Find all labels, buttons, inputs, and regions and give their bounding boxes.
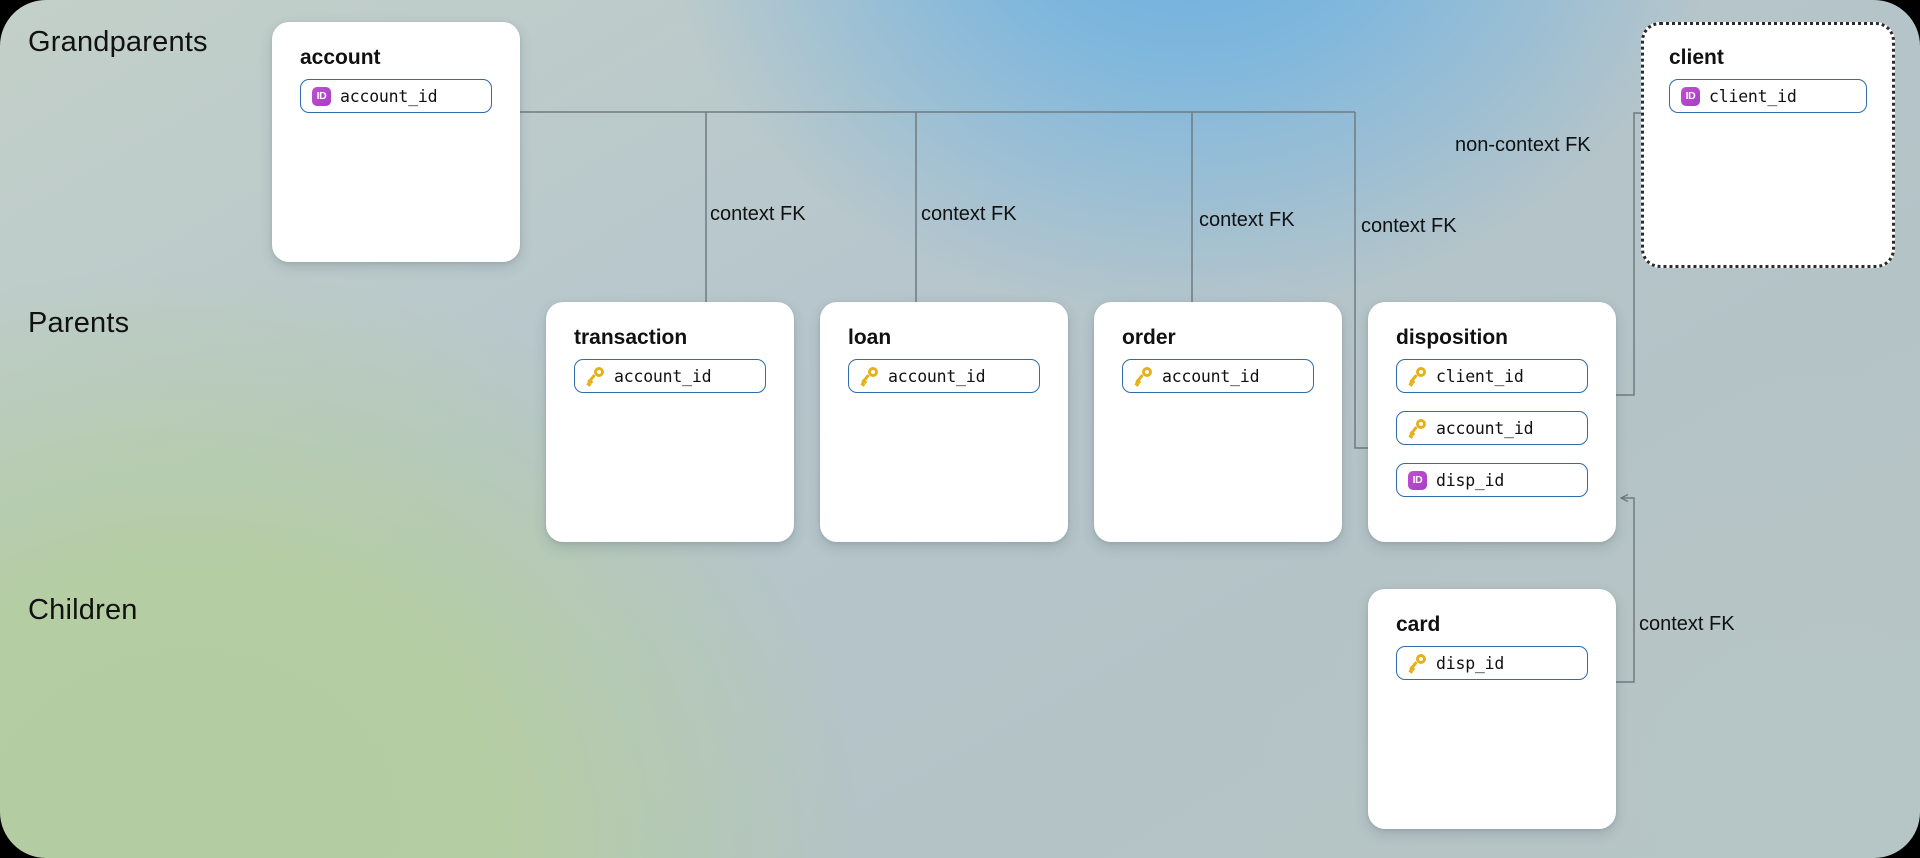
- entity-card-client[interactable]: client ID client_id: [1641, 22, 1895, 268]
- field-loan-account-id[interactable]: account_id: [848, 359, 1040, 393]
- entity-title: transaction: [574, 326, 688, 349]
- edge-label-context-fk-card: context FK: [1639, 613, 1735, 635]
- entity-fields: client_id account_id ID disp_id: [1396, 359, 1588, 515]
- field-label: account_id: [1436, 418, 1534, 438]
- field-label: account_id: [340, 86, 438, 106]
- key-icon: [1408, 366, 1427, 387]
- entity-fields: account_id: [574, 359, 766, 411]
- row-label-grandparents: Grandparents: [28, 26, 208, 58]
- edge-label-non-context-fk-client: non-context FK: [1455, 134, 1591, 156]
- entity-title: disposition: [1396, 326, 1508, 349]
- key-icon: [1134, 366, 1153, 387]
- id-badge-icon: ID: [312, 86, 331, 106]
- entity-title: account: [300, 46, 381, 69]
- entity-title: loan: [848, 326, 892, 349]
- field-card-disp-id[interactable]: disp_id: [1396, 646, 1588, 680]
- field-label: account_id: [888, 366, 986, 386]
- edge-label-context-fk-disposition: context FK: [1361, 215, 1457, 237]
- field-label: account_id: [614, 366, 712, 386]
- entity-card-order[interactable]: order account_id: [1094, 302, 1342, 542]
- entity-card-transaction[interactable]: transaction account_id: [546, 302, 794, 542]
- row-label-parents: Parents: [28, 307, 130, 339]
- entity-title: client: [1669, 46, 1724, 69]
- field-client-client-id[interactable]: ID client_id: [1669, 79, 1867, 113]
- edge-label-context-fk-order: context FK: [1199, 209, 1295, 231]
- entity-card-loan[interactable]: loan account_id: [820, 302, 1068, 542]
- field-disposition-disp-id[interactable]: ID disp_id: [1396, 463, 1588, 497]
- field-label: disp_id: [1436, 470, 1505, 490]
- edge-label-context-fk-transaction: context FK: [710, 203, 806, 225]
- entity-fields: account_id: [1122, 359, 1314, 411]
- edge-label-context-fk-loan: context FK: [921, 203, 1017, 225]
- field-disposition-account-id[interactable]: account_id: [1396, 411, 1588, 445]
- id-badge-icon: ID: [1408, 470, 1427, 490]
- key-icon: [1408, 418, 1427, 439]
- entity-card-disposition[interactable]: disposition client_id account_id ID disp…: [1368, 302, 1616, 542]
- entity-fields: ID client_id: [1669, 79, 1867, 131]
- field-disposition-client-id[interactable]: client_id: [1396, 359, 1588, 393]
- entity-title: order: [1122, 326, 1176, 349]
- field-label: account_id: [1162, 366, 1260, 386]
- field-label: client_id: [1709, 86, 1797, 106]
- field-transaction-account-id[interactable]: account_id: [574, 359, 766, 393]
- row-label-children: Children: [28, 594, 138, 626]
- entity-fields: account_id: [848, 359, 1040, 411]
- entity-card-card[interactable]: card disp_id: [1368, 589, 1616, 829]
- key-icon: [1408, 653, 1427, 674]
- entity-title: card: [1396, 613, 1441, 636]
- field-account-account-id[interactable]: ID account_id: [300, 79, 492, 113]
- entity-fields: ID account_id: [300, 79, 492, 131]
- entity-card-account[interactable]: account ID account_id: [272, 22, 520, 262]
- key-icon: [860, 366, 879, 387]
- field-label: disp_id: [1436, 653, 1505, 673]
- key-icon: [586, 366, 605, 387]
- entity-fields: disp_id: [1396, 646, 1588, 698]
- id-badge-icon: ID: [1681, 86, 1700, 106]
- field-order-account-id[interactable]: account_id: [1122, 359, 1314, 393]
- field-label: client_id: [1436, 366, 1524, 386]
